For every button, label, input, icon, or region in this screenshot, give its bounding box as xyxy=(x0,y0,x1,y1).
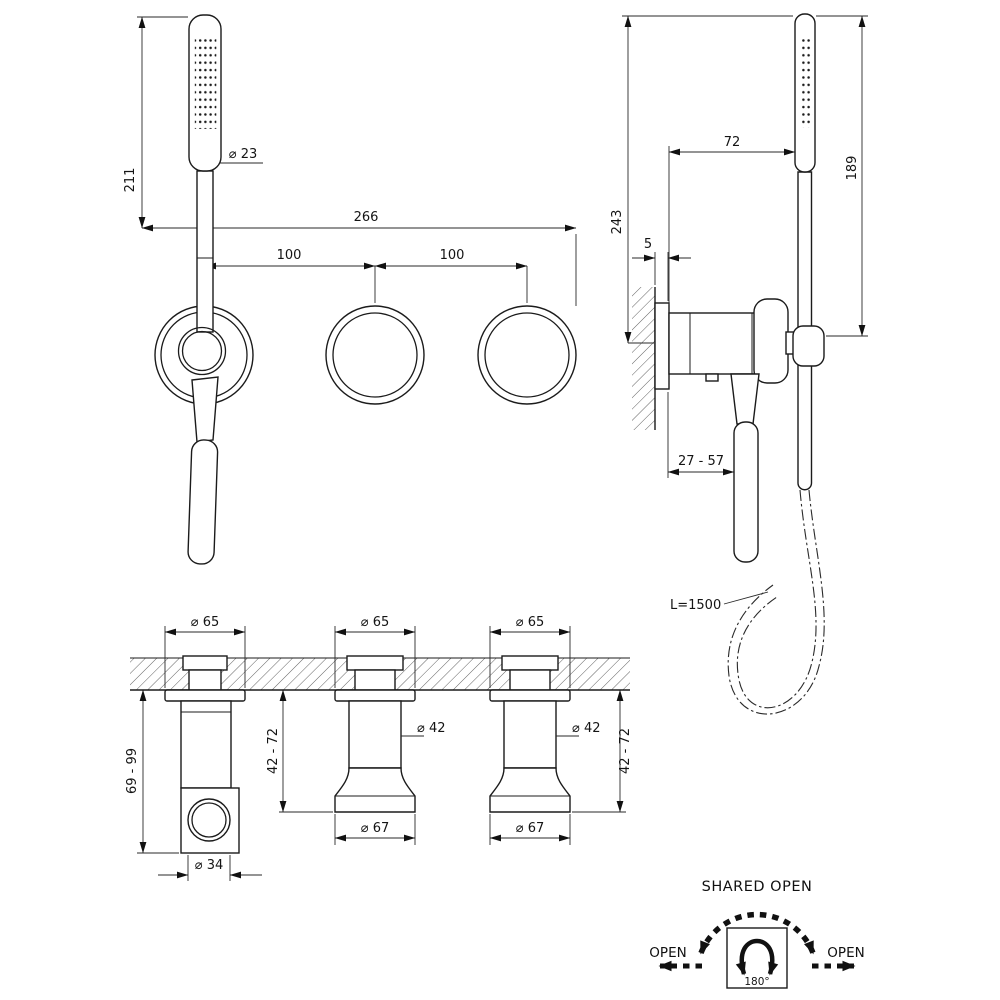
dim-label-266: 266 xyxy=(354,210,379,225)
dim-label-100-left: 100 xyxy=(277,248,302,263)
dim-label-42-72-left: 42 - 72 xyxy=(266,728,281,774)
angle-label: 180° xyxy=(744,976,769,988)
dim-label-100-right: 100 xyxy=(440,248,465,263)
dim-label-d65-3: ⌀ 65 xyxy=(516,615,545,630)
rosette-middle xyxy=(325,305,425,405)
dim-label-d67-1: ⌀ 67 xyxy=(361,821,390,836)
valve-trim-left-section xyxy=(334,655,416,813)
dim-label-69-99: 69 - 99 xyxy=(125,748,140,794)
dim-label-189: 189 xyxy=(845,156,860,181)
dim-label-d65-2: ⌀ 65 xyxy=(361,615,390,630)
side-view: 72 189 243 5 27 - 57 L=1500 xyxy=(610,13,868,715)
open-left-label: OPEN xyxy=(649,945,686,961)
dim-label-42-72-right: 42 - 72 xyxy=(618,728,633,774)
rotation-diagram: SHARED OPEN OPEN OPEN 180° xyxy=(649,879,865,989)
dim-label-d34: ⌀ 34 xyxy=(195,858,224,873)
dim-label-d65-1: ⌀ 65 xyxy=(191,615,220,630)
dim-label-243: 243 xyxy=(610,210,625,235)
mixer-body-side xyxy=(668,298,801,384)
dim-label-72: 72 xyxy=(724,135,741,150)
valve-trim-right-section xyxy=(489,655,571,813)
lever-handle-side xyxy=(730,373,760,563)
dim-label-d67-2: ⌀ 67 xyxy=(516,821,545,836)
wall-hatch-side xyxy=(632,287,655,430)
dim-label-d42-2: ⌀ 42 xyxy=(572,721,601,736)
rosette-right xyxy=(477,305,577,405)
open-right-label: OPEN xyxy=(827,945,864,961)
side-view-dimensions: 72 189 243 5 27 - 57 L=1500 xyxy=(610,15,868,613)
front-view-dimensions: 211 266 100 100 ⌀ 23 xyxy=(123,16,577,306)
shared-open-label: SHARED OPEN xyxy=(702,879,813,895)
holder-outlet-section xyxy=(164,655,246,854)
section-view-dimensions: ⌀ 65 ⌀ 65 ⌀ 65 69 - 99 ⌀ 34 42 - 72 42 -… xyxy=(125,615,633,881)
holder-ring-front xyxy=(177,326,227,376)
valve-section-view: ⌀ 65 ⌀ 65 ⌀ 65 69 - 99 ⌀ 34 42 - 72 42 -… xyxy=(125,615,633,881)
dim-label-d42-1: ⌀ 42 xyxy=(417,721,446,736)
holder-ring-side xyxy=(792,325,825,367)
dim-label-5: 5 xyxy=(644,237,652,252)
spray-face-dots-side xyxy=(801,39,813,128)
spray-face-dots xyxy=(194,38,217,129)
dim-label-211: 211 xyxy=(123,168,138,193)
hand-shower-side xyxy=(794,13,816,491)
dim-label-27-57: 27 - 57 xyxy=(678,454,724,469)
shower-hose xyxy=(727,489,825,715)
wall-plate-side xyxy=(654,302,670,390)
front-view: 211 266 100 100 ⌀ 23 xyxy=(123,14,577,565)
lever-handle-front xyxy=(187,376,219,565)
hose-length-label: L=1500 xyxy=(670,598,721,613)
hand-shower-front xyxy=(188,14,222,333)
handle-box xyxy=(726,927,788,989)
dim-label-d23: ⌀ 23 xyxy=(229,147,258,162)
handle-rotation-arrow xyxy=(735,938,779,976)
